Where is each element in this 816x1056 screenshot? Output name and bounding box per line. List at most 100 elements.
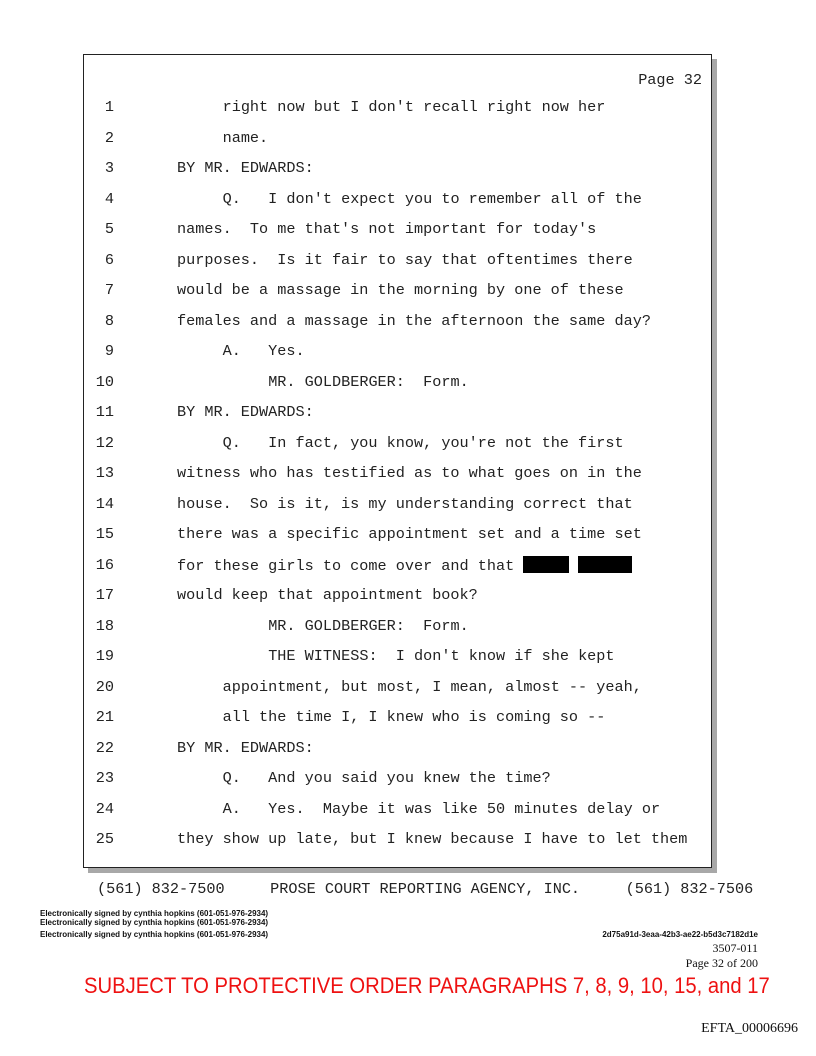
transcript-line: 18 MR. GOLDBERGER: Form. — [84, 617, 704, 635]
line-number: 5 — [104, 220, 114, 238]
line-text-content: names. To me that's not important for to… — [177, 220, 597, 238]
line-text-content: for these girls to come over and that — [177, 556, 524, 575]
line-text-content: right now but I don't recall right now h… — [222, 98, 606, 116]
line-text: right now but I don't recall right now h… — [223, 98, 606, 116]
transcript-page: Page 32 1 right now but I don't recall ri… — [83, 54, 712, 868]
bates-number: EFTA_00006696 — [701, 1021, 798, 1036]
line-text-content: they show up late, but I knew because I … — [177, 830, 688, 848]
transcript-line: 22 BY MR. EDWARDS: — [84, 739, 704, 757]
line-text: witness who has testified as to what goe… — [177, 464, 642, 482]
line-number: 14 — [95, 494, 114, 513]
signature-line: Electronically signed by cynthia hopkins… — [40, 930, 269, 939]
line-number: 12 — [95, 433, 114, 452]
line-text-content: BY MR. EDWARDS: — [177, 403, 314, 421]
line-number: 22 — [95, 738, 114, 757]
line-text: would keep that appointment book? — [177, 586, 478, 604]
redaction-box — [578, 555, 633, 573]
line-text-content: appointment, but most, I mean, almost --… — [222, 677, 642, 696]
line-text-content: MR. GOLDBERGER: Form. — [268, 372, 469, 391]
protective-order-banner: SUBJECT TO PROTECTIVE ORDER PARAGRAPHS 7… — [84, 973, 770, 998]
line-text-content: would be a massage in the morning by one… — [177, 281, 624, 299]
line-number: 15 — [95, 525, 114, 543]
line-text: Q. And you said you knew the time? — [223, 769, 551, 787]
line-text: all the time I, I knew who is coming so … — [223, 708, 606, 726]
transcript-line: 13 witness who has testified as to what g… — [84, 464, 704, 482]
line-text-content: house. So is it, is my understanding cor… — [177, 494, 633, 513]
transcript-line: 12 Q. In fact, you know, you're not the f… — [84, 434, 704, 452]
transcript-line: 1 right now but I don't recall right now … — [84, 98, 704, 116]
line-text: females and a massage in the afternoon t… — [177, 312, 651, 330]
line-text: for these girls to come over and that — [177, 555, 633, 575]
line-text-content: would keep that appointment book? — [177, 586, 478, 604]
line-text: Q. I don't expect you to remember all of… — [223, 190, 642, 208]
line-text: A. Yes. Maybe it was like 50 minutes del… — [223, 800, 660, 818]
redaction-box — [523, 555, 570, 573]
line-text: would be a massage in the morning by one… — [177, 281, 624, 299]
line-text: there was a specific appointment set and… — [177, 525, 642, 543]
line-text: names. To me that's not important for to… — [177, 220, 596, 238]
line-text: THE WITNESS: I don't know if she kept — [268, 647, 614, 665]
signature-line: Electronically signed by cynthia hopkins… — [40, 918, 269, 927]
line-text-content: A. Yes. — [222, 342, 305, 360]
line-text: BY MR. EDWARDS: — [177, 739, 314, 757]
transcript-line: 20 appointment, but most, I mean, almost … — [84, 678, 704, 696]
line-number: 25 — [95, 830, 114, 848]
line-text: A. Yes. — [223, 342, 305, 360]
line-text-content: Q. And you said you knew the time? — [222, 769, 551, 787]
line-text-content: BY MR. EDWARDS: — [177, 159, 314, 177]
line-number: 3 — [104, 159, 114, 177]
line-text: MR. GOLDBERGER: Form. — [268, 373, 469, 391]
line-text-content: females and a massage in the afternoon t… — [177, 311, 651, 330]
document-code: 3507-011 — [712, 941, 758, 955]
transcript-line: 14 house. So is it, is my understanding c… — [84, 495, 704, 513]
page-header: Page 32 — [638, 71, 702, 89]
transcript-line: 16 for these girls to come over and that — [84, 555, 704, 575]
line-number: 11 — [95, 403, 114, 421]
line-number: 16 — [95, 555, 114, 574]
line-text-content: BY MR. EDWARDS: — [177, 738, 314, 757]
line-number: 10 — [95, 372, 114, 391]
signature-line: Electronically signed by cynthia hopkins… — [40, 909, 269, 918]
transcript-line: 6 purposes. Is it fair to say that oftent… — [84, 251, 704, 269]
line-number: 1 — [104, 98, 114, 116]
transcript-line: 10 MR. GOLDBERGER: Form. — [84, 373, 704, 391]
line-text-content: name. — [222, 128, 269, 147]
line-text: MR. GOLDBERGER: Form. — [268, 617, 469, 635]
line-number: 20 — [95, 677, 114, 696]
transcript-line: 25 they show up late, but I knew because … — [84, 830, 704, 848]
line-text: purposes. Is it fair to say that oftenti… — [177, 251, 633, 269]
transcript-line: 19 THE WITNESS: I don't know if she kept — [84, 647, 704, 665]
transcript-line: 3 BY MR. EDWARDS: — [84, 159, 704, 177]
line-text: they show up late, but I knew because I … — [177, 830, 687, 848]
line-text-content: all the time I, I knew who is coming so … — [222, 708, 606, 726]
transcript-line: 11 BY MR. EDWARDS: — [84, 403, 704, 421]
line-text: BY MR. EDWARDS: — [177, 403, 314, 421]
line-text: appointment, but most, I mean, almost --… — [223, 678, 642, 696]
line-text: BY MR. EDWARDS: — [177, 159, 314, 177]
reporting-agency-footer: (561) 832-7500 PROSE COURT REPORTING AGE… — [97, 880, 754, 898]
line-number: 18 — [95, 616, 114, 635]
line-number: 17 — [95, 586, 114, 604]
line-text: house. So is it, is my understanding cor… — [177, 495, 633, 513]
line-text: Q. In fact, you know, you're not the fir… — [223, 434, 624, 452]
line-number: 21 — [95, 708, 114, 726]
line-text-content: THE WITNESS: I don't know if she kept — [268, 647, 615, 665]
line-text-content: there was a specific appointment set and… — [177, 525, 642, 543]
transcript-line: 2 name. — [84, 129, 704, 147]
page-count: Page 32 of 200 — [685, 956, 758, 970]
line-text: name. — [223, 129, 269, 147]
document-hash: 2d75a91d-3eaa-42b3-ae22-b5d3c7182d1e — [602, 930, 758, 939]
line-number: 6 — [104, 250, 114, 269]
line-number: 13 — [95, 464, 114, 482]
line-text-content: A. Yes. Maybe it was like 50 minutes del… — [222, 799, 661, 818]
line-number: 19 — [95, 647, 114, 665]
line-text-content: witness who has testified as to what goe… — [177, 464, 642, 482]
transcript-line: 15 there was a specific appointment set a… — [84, 525, 704, 543]
transcript-line: 5 names. To me that's not important for t… — [84, 220, 704, 238]
line-number: 2 — [104, 128, 114, 147]
